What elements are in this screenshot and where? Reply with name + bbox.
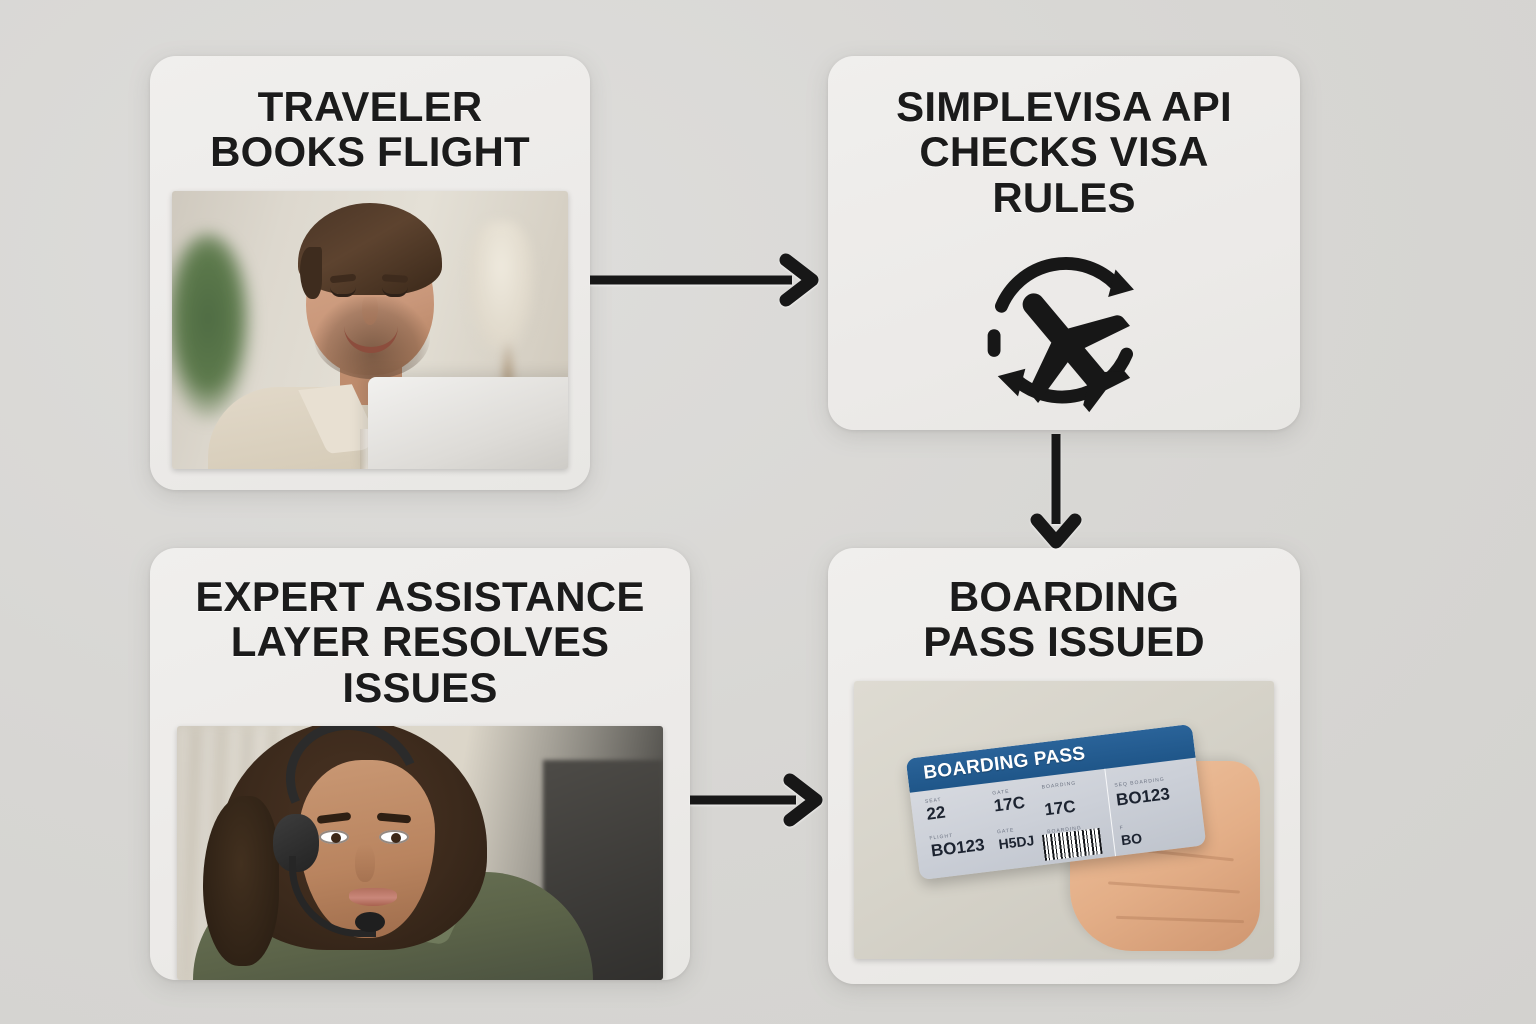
photo-man-laptop	[172, 190, 568, 469]
man-hair	[298, 202, 442, 299]
photo-agent-headset	[177, 726, 663, 980]
man-smile	[344, 323, 398, 353]
boarding-pass-field-gate: GATE 17C GATE H5DJ	[992, 786, 1038, 878]
agent-pupil-right	[391, 833, 401, 844]
gate-value: 17C	[992, 792, 1027, 816]
man-eyebrow-right	[381, 273, 409, 283]
man-eye-right	[382, 287, 408, 297]
card-boarding-title: BOARDING PASS ISSUED	[923, 573, 1205, 666]
card-traveler-books-flight[interactable]: TRAVELER BOOKS FLIGHT	[150, 56, 590, 490]
card-simplevisa-api[interactable]: SIMPLEVISA API CHECKS VISA RULES	[828, 56, 1300, 430]
boarding-pass-stub: SEQ BOARDING BO123 F BO	[1113, 764, 1198, 850]
boarding-time-label: BOARDING	[1041, 780, 1077, 791]
card-expert-assistance[interactable]: EXPERT ASSISTANCE LAYER RESOLVES ISSUES	[150, 548, 690, 980]
plane-refresh-icon	[972, 240, 1156, 424]
lamp-decor	[468, 220, 534, 351]
boarding-pass-field-seat: SEAT 22 FLIGHT BO123	[925, 792, 989, 880]
card-expert-title: EXPERT ASSISTANCE LAYER RESOLVES ISSUES	[195, 573, 645, 711]
arrow-expert-to-boarding	[688, 772, 824, 828]
stub-small-label: F	[1119, 824, 1125, 831]
gate2-value: H5DJ	[997, 831, 1036, 852]
arrow-traveler-to-api	[588, 252, 820, 308]
plant-decor	[172, 232, 254, 423]
boarding-time-value: 17C	[1043, 796, 1077, 820]
plane-refresh-icon-wrap	[972, 234, 1156, 430]
agent-pupil-left	[331, 833, 341, 844]
arrow-api-to-boarding	[1028, 432, 1084, 550]
man-eye-left	[330, 287, 356, 297]
card-api-title: SIMPLEVISA API CHECKS VISA RULES	[896, 83, 1232, 221]
headset-microphone	[355, 912, 385, 933]
card-traveler-title: TRAVELER BOOKS FLIGHT	[210, 83, 530, 176]
man-nose	[362, 294, 378, 325]
laptop	[368, 376, 568, 469]
photo-boarding-pass: BOARDING PASS SEAT 22 FLIGHT BO123 GATE …	[854, 680, 1274, 959]
stub-small-value: BO	[1120, 829, 1143, 848]
card-boarding-pass-issued[interactable]: BOARDING PASS ISSUED BOARDING PASS SEAT …	[828, 548, 1300, 984]
